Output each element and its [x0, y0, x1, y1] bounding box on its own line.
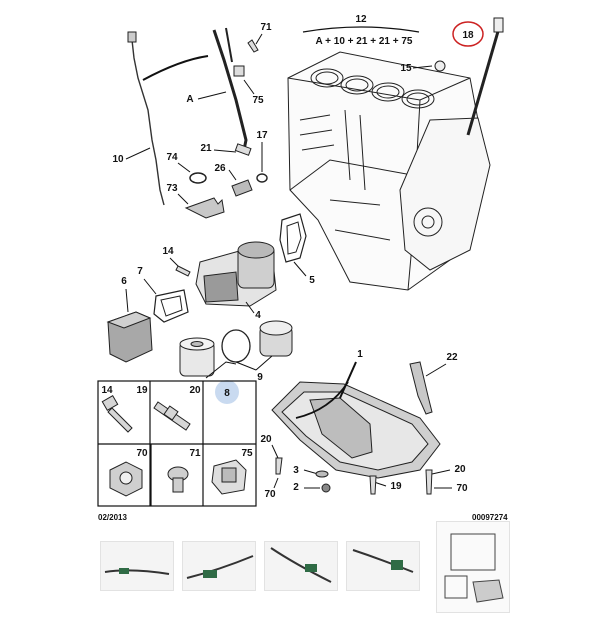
- callout-75: 75: [252, 95, 264, 106]
- dipstick: [466, 27, 501, 136]
- callout-18: 18: [462, 30, 474, 41]
- callout-20b: 20: [454, 464, 466, 475]
- callout-74: 74: [166, 152, 178, 163]
- diagram-thumbnail-icon: [444, 533, 504, 603]
- sensor-cable: [131, 39, 165, 206]
- callout-70a: 70: [264, 489, 276, 500]
- callout-10: 10: [112, 154, 124, 165]
- filter-cap-9: [259, 320, 293, 357]
- callout-70b: 70: [456, 483, 468, 494]
- callout-21: 21: [200, 143, 212, 154]
- callout-3: 3: [293, 465, 299, 476]
- bolt-71: [247, 39, 259, 53]
- drain-plug-2: [321, 483, 331, 493]
- formula-brace: [302, 26, 420, 33]
- callout-7: 7: [137, 266, 143, 277]
- filter-element-8: [179, 337, 215, 377]
- callout-4: 4: [255, 310, 261, 321]
- bolt-14: [175, 265, 191, 277]
- gasket-5: [279, 213, 307, 263]
- table-cell-71: 71: [189, 448, 201, 459]
- oil-pan-1: [271, 381, 441, 479]
- table-cell-14: 14: [101, 385, 113, 396]
- oil-filter-housing-4: [195, 241, 277, 307]
- pickup-22: [409, 361, 433, 415]
- leader-a-cable: [142, 55, 209, 81]
- cable-photo-icon: [186, 555, 254, 579]
- callout-8: 8: [224, 388, 230, 399]
- callout-a: A: [186, 94, 193, 105]
- table-cell-70: 70: [136, 448, 148, 459]
- thumbnail-cable-photo-4[interactable]: [346, 541, 420, 591]
- oil-cooler-6: [106, 311, 153, 363]
- drain-seal-3: [315, 470, 329, 478]
- callout-circle-18: [452, 21, 484, 47]
- callout-2: 2: [293, 482, 299, 493]
- engine-block: [287, 51, 491, 291]
- table-cell-20: 20: [189, 385, 201, 396]
- drawing-reference: 00097274: [472, 513, 508, 522]
- callout-20a: 20: [260, 434, 272, 445]
- fastener-table: [97, 380, 257, 507]
- callout-9: 9: [257, 372, 263, 383]
- cable-photo-icon: [270, 547, 332, 583]
- cable-photo-icon: [352, 549, 414, 573]
- thumbnail-cable-photo-3[interactable]: [264, 541, 338, 591]
- sensor-15: [434, 60, 446, 72]
- nut-drawing-70: [109, 461, 143, 497]
- callout-73: 73: [166, 183, 178, 194]
- oil-pipe: [212, 29, 248, 151]
- formula-number: 12: [355, 14, 367, 25]
- callout-5: 5: [309, 275, 315, 286]
- cable-photo-icon: [104, 568, 170, 575]
- o-ring-9: [221, 329, 251, 363]
- callout-26: 26: [214, 163, 226, 174]
- callout-6: 6: [121, 276, 127, 287]
- thumbnail-cable-photo-2[interactable]: [182, 541, 256, 591]
- callout-1: 1: [357, 349, 363, 360]
- callout-17: 17: [256, 130, 268, 141]
- oil-jet-73: [184, 197, 225, 219]
- callout-22: 22: [446, 352, 458, 363]
- table-cell-19: 19: [136, 385, 148, 396]
- o-ring-74: [189, 172, 207, 184]
- bolt-21: [234, 143, 252, 156]
- seal-17: [256, 173, 268, 183]
- stud-drawing-20: [153, 401, 191, 431]
- table-cell-75: 75: [241, 448, 253, 459]
- thumbnail-diagram[interactable]: [436, 521, 510, 613]
- thumbnail-cable-photo-1[interactable]: [100, 541, 174, 591]
- drawing-date: 02/2013: [98, 513, 127, 522]
- bolt-drawing-14-19: [101, 394, 133, 433]
- clip-drawing-75: [211, 459, 247, 495]
- formula-text: A + 10 + 21 + 21 + 75: [316, 36, 413, 47]
- callout-19: 19: [390, 481, 402, 492]
- dipstick-handle: [493, 17, 504, 33]
- callout-15: 15: [400, 63, 412, 74]
- callout-14: 14: [162, 246, 174, 257]
- gasket-7: [153, 289, 189, 323]
- sensor-26: [231, 179, 253, 197]
- highlight-8: [215, 380, 239, 404]
- clip-75: [233, 65, 245, 77]
- screw-drawing-71: [167, 466, 189, 493]
- callout-71: 71: [260, 22, 272, 33]
